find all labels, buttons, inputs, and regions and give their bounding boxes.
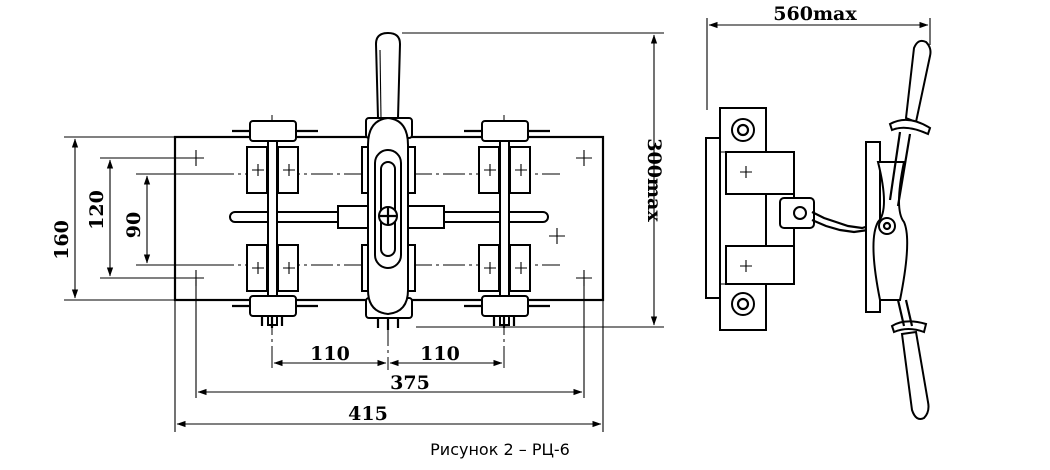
dim-height-mid: 120 — [86, 190, 108, 230]
handle — [374, 31, 402, 119]
dim-width-overall: 415 — [348, 403, 388, 425]
dim-height-max: 300max — [643, 138, 665, 222]
side-view — [705, 39, 932, 420]
dimension-lines — [64, 18, 931, 432]
pole-center — [361, 116, 416, 330]
dim-height-inner: 90 — [123, 212, 145, 238]
dim-height-overall: 160 — [51, 220, 73, 260]
figure-caption: Рисунок 2 – РЦ-6 — [430, 440, 570, 459]
dim-side-width-max: 560max — [773, 3, 857, 25]
dim-width-left: 110 — [310, 343, 350, 365]
dim-width-right: 110 — [420, 343, 460, 365]
dim-width-mid: 375 — [390, 372, 430, 394]
pole-left — [232, 120, 318, 328]
front-view: 160 120 90 110 110 375 415 300max 560max — [51, 3, 931, 432]
pole-right — [464, 120, 550, 328]
